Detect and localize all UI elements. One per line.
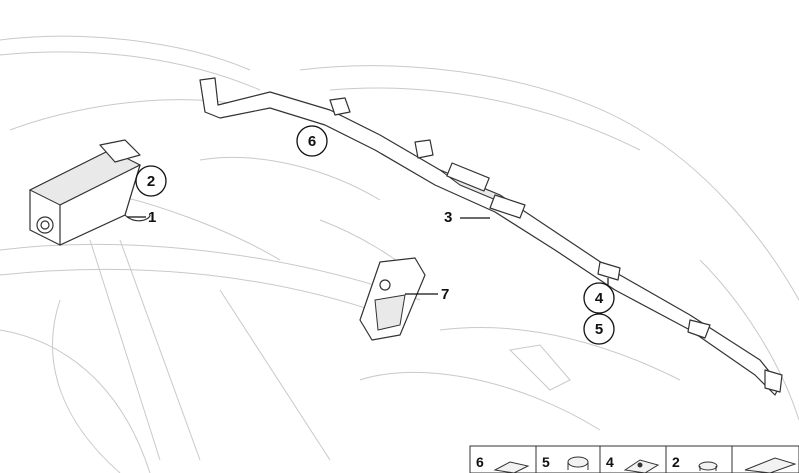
legend-strip: 6 5 4 2 [469,445,799,473]
svg-text:2: 2 [672,454,680,470]
svg-text:6: 6 [308,133,316,150]
svg-text:2: 2 [147,173,155,190]
svg-text:4: 4 [595,290,604,307]
head-airbag-curtain [199,77,783,396]
callout-circle-2: 2 [135,165,167,197]
svg-text:5: 5 [542,454,550,470]
legend-cell-6: 6 [476,454,530,473]
crash-sensor-pad [359,257,426,341]
passenger-airbag-module [28,139,151,246]
svg-text:4: 4 [606,454,614,470]
callout-label-3: 3 [444,209,452,226]
svg-text:5: 5 [595,321,603,338]
legend-cell-2: 2 [672,454,718,471]
callout-label-1: 1 [148,209,156,226]
legend-cell-5: 5 [542,454,589,470]
car-body-outline [0,35,799,473]
callout-circle-6: 6 [296,125,328,157]
svg-text:6: 6 [476,454,484,470]
callout-circle-4: 4 [583,282,615,314]
callout-circle-5: 5 [583,313,615,345]
callout-label-7: 7 [441,286,449,303]
legend-cell-blank [744,457,797,473]
legend-cell-4: 4 [606,454,660,473]
